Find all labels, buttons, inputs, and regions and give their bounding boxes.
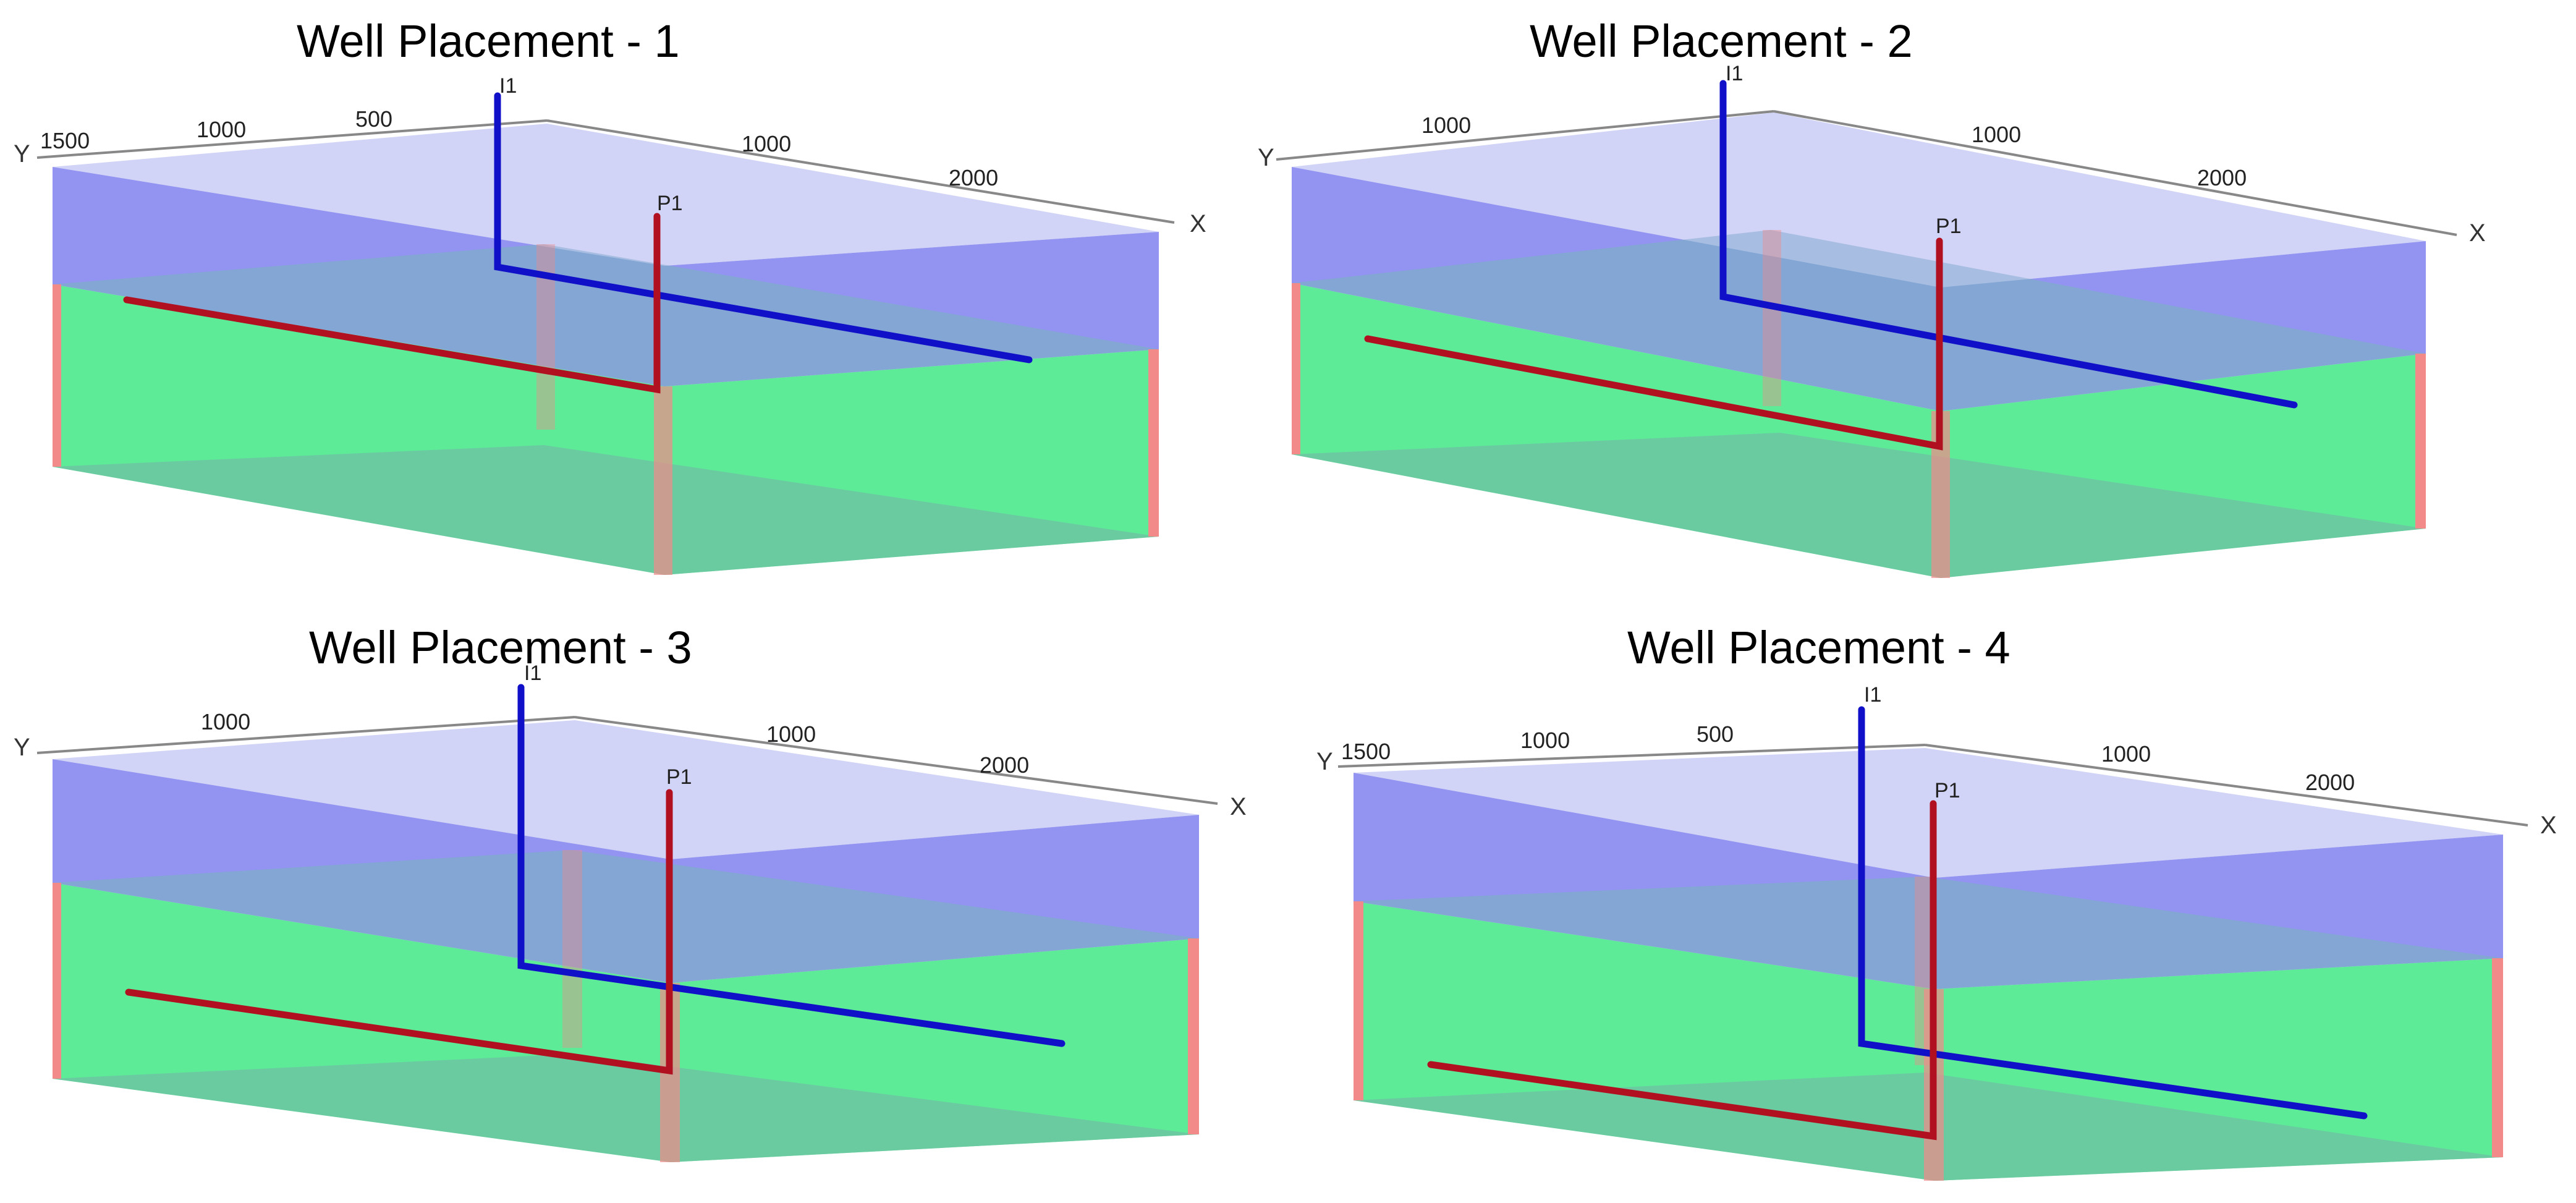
interface-plane: [1354, 877, 2503, 989]
producer-label: P1: [1934, 779, 1960, 802]
producer-label: P1: [657, 192, 683, 215]
injector-label: I1: [1726, 62, 1743, 85]
panel-title: Well Placement - 1: [297, 15, 680, 67]
edge-strip: [1763, 230, 1781, 406]
x-axis-label: X: [1230, 793, 1247, 820]
y-axis-label: Y: [14, 734, 30, 761]
panel-3: Well Placement - 3 Y X 1000 1000 2000 I1…: [14, 622, 1247, 1162]
y-tick-label: 500: [1697, 721, 1734, 747]
top-layer-roof: [1292, 113, 2426, 287]
y-axis-line: [1276, 110, 1774, 161]
top-layer-roof: [53, 124, 1159, 266]
producer-well-path: [1364, 237, 1943, 451]
x-tick-label: 2000: [949, 165, 998, 190]
producer-label: P1: [666, 765, 692, 789]
x-tick-label: 1000: [2101, 741, 2151, 767]
panel-2: Well Placement - 2 Y X 1000 1000 2000 I1…: [1258, 15, 2486, 578]
x-axis-line: [1773, 110, 2457, 236]
panel-title: Well Placement - 4: [1627, 622, 2010, 673]
injector-well-path: [517, 684, 1066, 1047]
bottom-layer-floor: [1292, 433, 2426, 578]
y-axis-label: Y: [14, 140, 30, 168]
panel-title: Well Placement - 3: [309, 622, 692, 673]
injector-well-path: [1719, 80, 2298, 409]
y-axis-label: Y: [1258, 144, 1274, 171]
edge-strip: [1148, 349, 1159, 537]
bottom-layer-floor: [53, 445, 1159, 575]
producer-well-path: [1427, 800, 1937, 1141]
top-layer-roof: [1354, 748, 2503, 878]
x-axis-label: X: [2469, 219, 2486, 247]
edge-strip: [562, 850, 582, 1048]
x-axis-line: [1925, 744, 2528, 827]
y-axis-label: Y: [1316, 748, 1333, 775]
y-tick-label: 1500: [1341, 739, 1391, 764]
x-axis-line: [546, 119, 1175, 224]
panel-1: Well Placement - 1 Y X 1500 1000 500 100…: [14, 15, 1206, 575]
edge-strip: [1354, 901, 1363, 1100]
x-tick-label: 1000: [742, 131, 791, 156]
x-axis-label: X: [1190, 210, 1206, 237]
y-axis-line: [1337, 744, 1926, 768]
panel-title: Well Placement - 2: [1530, 15, 1913, 67]
y-tick-label: 1000: [201, 709, 250, 734]
bottom-layer-floor: [53, 1054, 1199, 1162]
y-axis-line: [36, 716, 575, 754]
y-tick-label: 1000: [197, 117, 246, 142]
injector-label: I1: [524, 661, 541, 685]
y-tick-label: 1000: [1421, 113, 1471, 138]
y-tick-label: 500: [355, 106, 392, 132]
x-tick-label: 2000: [2305, 770, 2355, 795]
edge-strip: [2492, 958, 2503, 1157]
injector-label: I1: [1864, 683, 1881, 707]
edge-strip: [53, 883, 61, 1079]
y-axis-line: [36, 119, 548, 159]
injector-well-path: [494, 92, 1033, 363]
y-tick-label: 1500: [40, 128, 90, 153]
panel-4: Well Placement - 4 Y X 1500 1000 500 100…: [1316, 622, 2557, 1181]
edge-strip: [2415, 354, 2426, 529]
edge-strip: [654, 386, 672, 575]
producer-well-path: [125, 789, 673, 1075]
x-tick-label: 1000: [1972, 122, 2021, 147]
edge-strip: [53, 284, 61, 467]
x-tick-label: 2000: [2197, 165, 2247, 190]
edge-strip: [1292, 283, 1300, 454]
interface-plane: [53, 244, 1159, 386]
x-axis-line: [574, 716, 1218, 805]
x-tick-label: 2000: [980, 752, 1029, 778]
injector-well-path: [1858, 706, 2368, 1120]
producer-well-path: [123, 213, 661, 394]
injector-label: I1: [499, 74, 517, 98]
y-tick-label: 1000: [1520, 728, 1570, 753]
interface-plane: [53, 850, 1199, 983]
x-axis-label: X: [2540, 812, 2557, 839]
x-tick-label: 1000: [766, 721, 816, 747]
edge-strip: [1188, 938, 1199, 1134]
top-layer-roof: [53, 720, 1199, 859]
producer-label: P1: [1936, 215, 1962, 238]
